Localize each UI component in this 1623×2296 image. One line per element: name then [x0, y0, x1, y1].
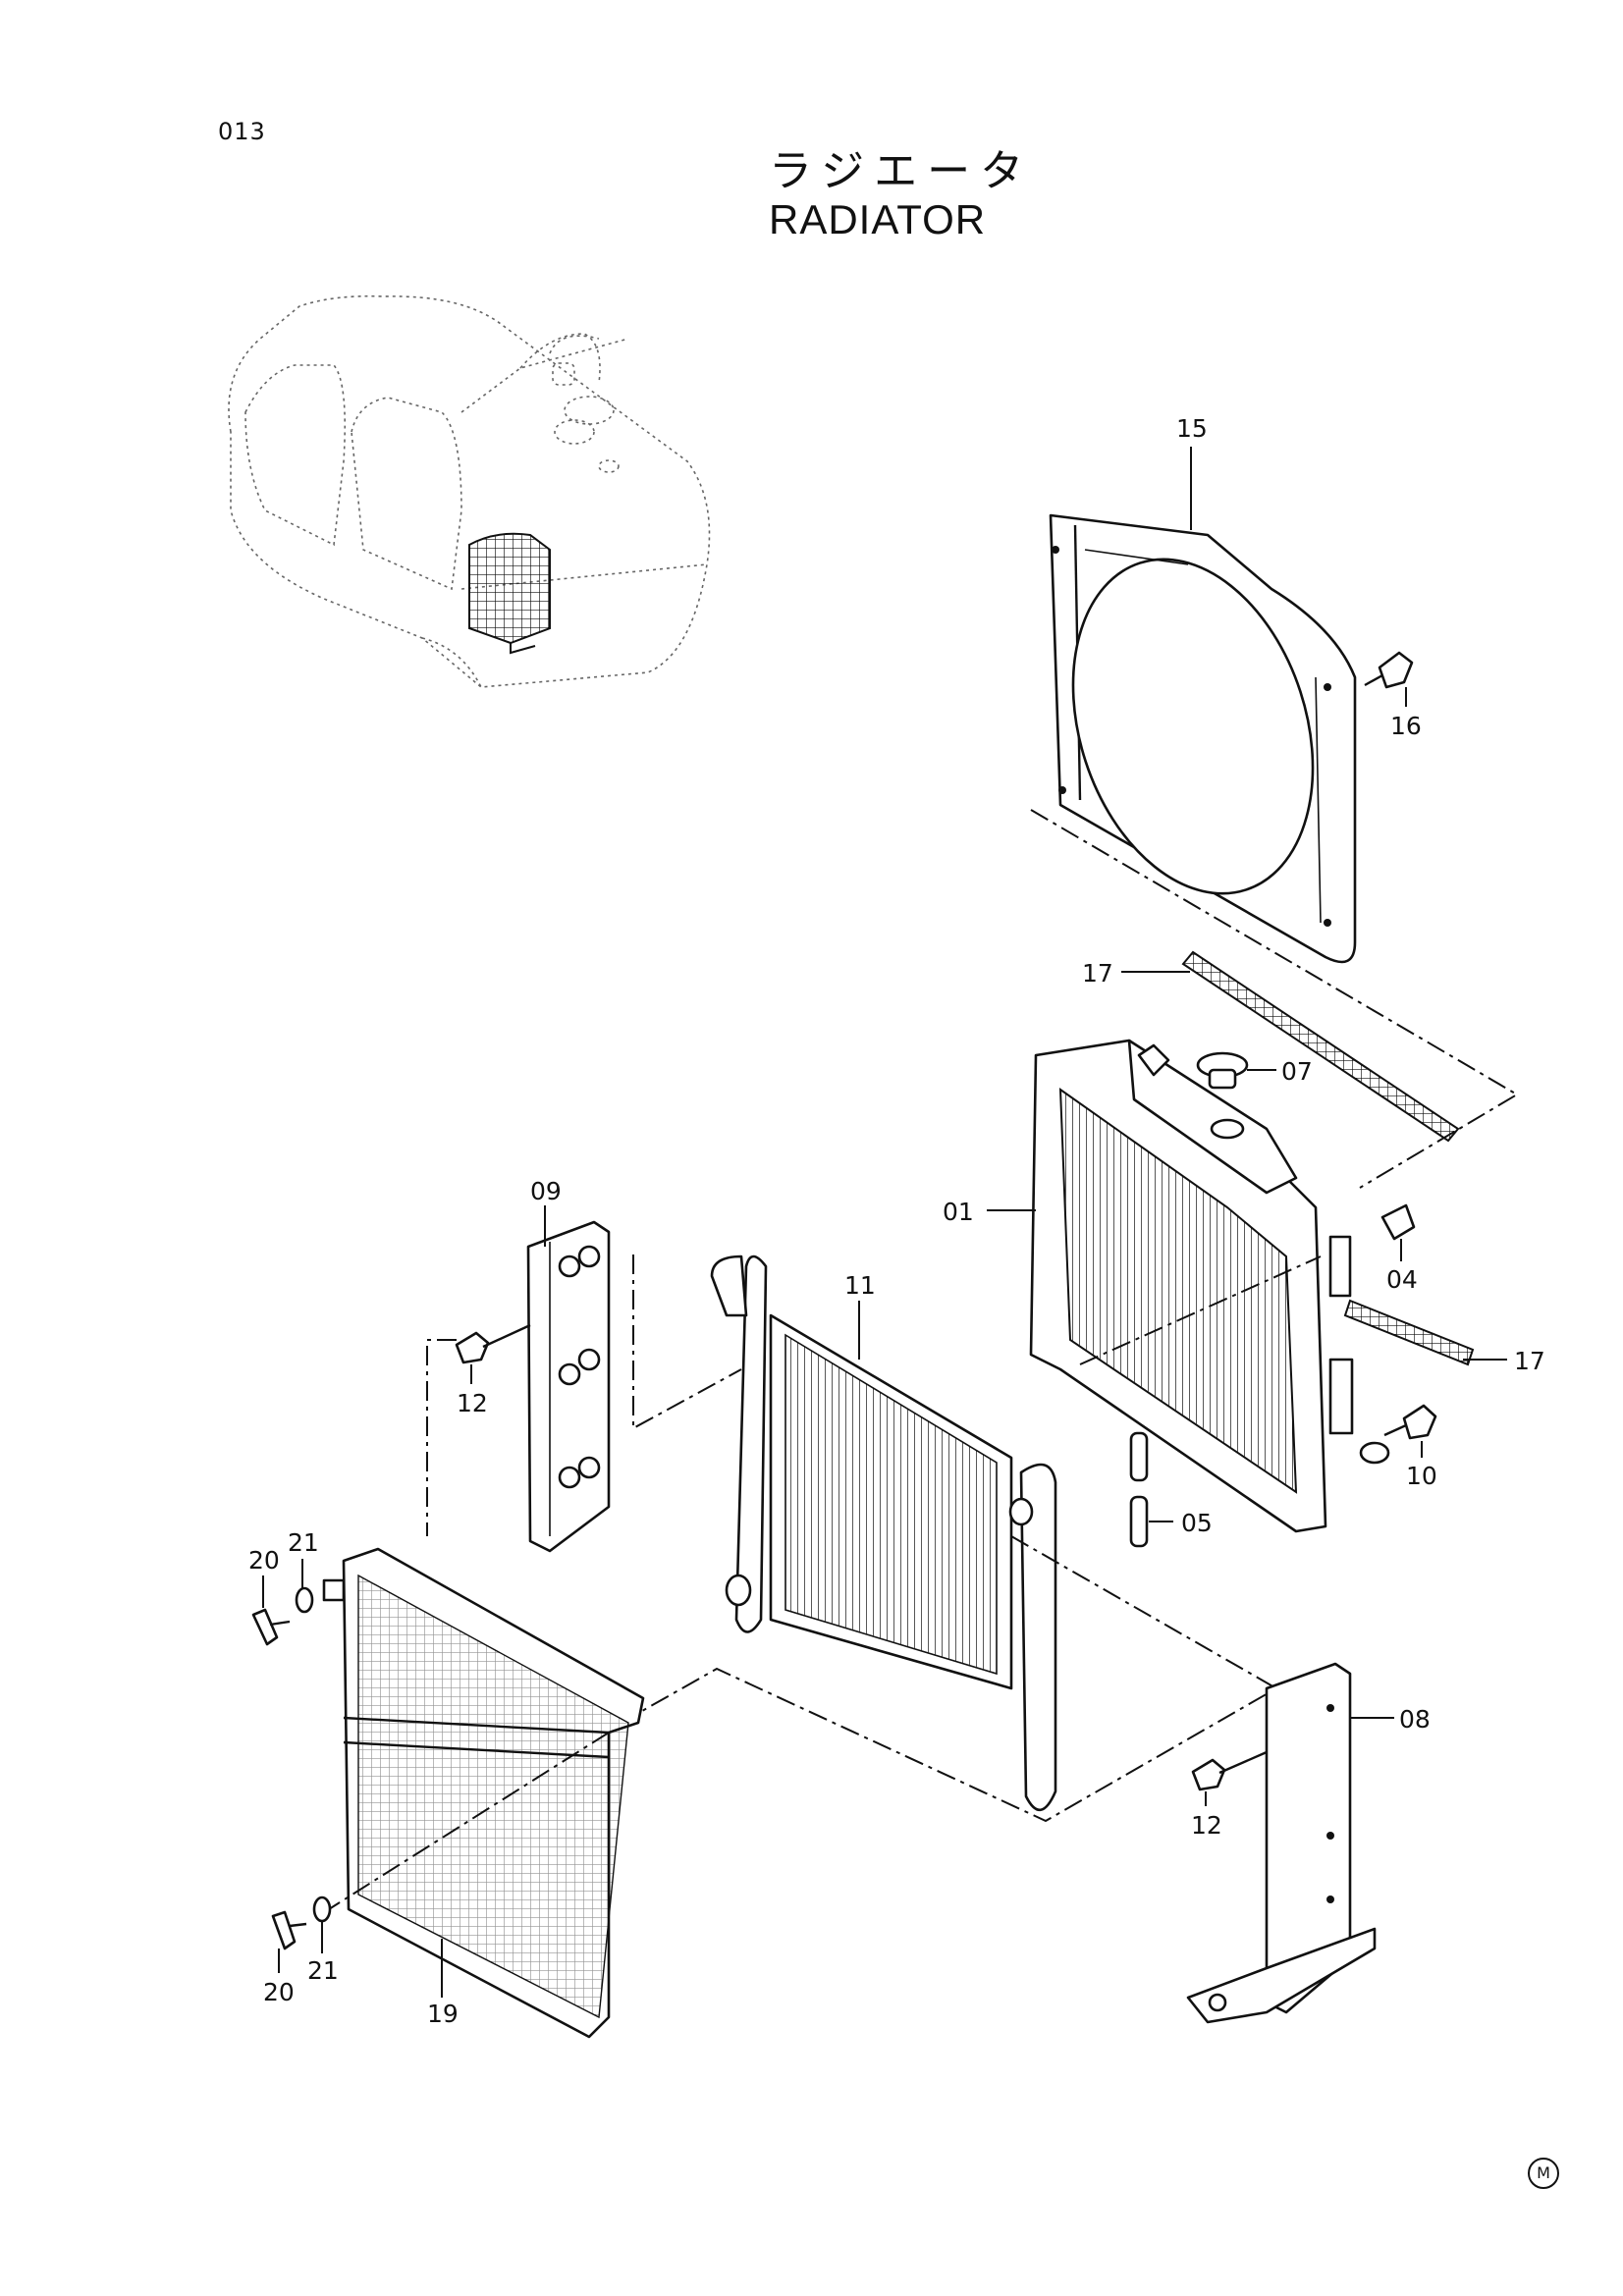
hose-part-05	[1129, 1431, 1149, 1548]
callout-17b: 17	[1514, 1347, 1545, 1375]
callout-17a: 17	[1082, 959, 1113, 988]
radiator-part-01	[1029, 1039, 1390, 1533]
bolt-part-12-lower	[1191, 1750, 1268, 1791]
callout-07: 07	[1281, 1057, 1313, 1086]
dashdot-cooler-mount	[603, 1535, 1279, 1823]
clamp-part-04	[1380, 1203, 1416, 1241]
dashdot-bracket-cooler	[632, 1255, 742, 1430]
callout-10: 10	[1406, 1462, 1437, 1490]
corner-circled-mark: M	[1528, 2158, 1559, 2189]
machine-overview	[228, 294, 711, 688]
bracket-part-09	[526, 1220, 611, 1553]
screen-part-19	[322, 1547, 645, 2039]
callout-16: 16	[1390, 712, 1422, 740]
washer-part-21-lower	[312, 1896, 332, 1923]
title-japanese: ラジエータ	[769, 146, 1034, 196]
callout-21a: 21	[288, 1528, 319, 1557]
callout-15: 15	[1176, 414, 1208, 443]
callout-20a: 20	[248, 1546, 280, 1575]
fan-shroud-part-15	[1049, 513, 1357, 964]
callout-12a: 12	[457, 1389, 488, 1417]
seal-strip-part-17	[1181, 950, 1475, 1366]
radiator-cap-part-07	[1196, 1051, 1249, 1090]
dashdot-bolt-panel	[426, 1339, 457, 1536]
dashdot-shroud-radiator	[1030, 809, 1519, 1189]
bolt-part-12-upper	[455, 1323, 531, 1364]
support-part-08	[1186, 1662, 1377, 2024]
knob-part-20-upper	[251, 1608, 291, 1646]
callout-05: 05	[1181, 1509, 1213, 1537]
washer-part-21-upper	[295, 1586, 314, 1614]
callout-11: 11	[844, 1271, 876, 1300]
callout-21b: 21	[307, 1956, 339, 1985]
dashdot-panel-cooler	[328, 1732, 610, 1910]
oil-cooler-part-11	[710, 1255, 1057, 1812]
callout-09: 09	[530, 1177, 562, 1205]
bolt-part-10	[1383, 1404, 1437, 1440]
callout-19: 19	[427, 2000, 459, 2028]
title-english: RADIATOR	[769, 196, 987, 242]
callout-01: 01	[943, 1198, 974, 1226]
page-code: 013	[218, 118, 266, 145]
bolt-part-16	[1364, 651, 1414, 689]
callout-12b: 12	[1191, 1811, 1222, 1840]
callout-20b: 20	[263, 1978, 295, 2006]
knob-part-20-lower	[271, 1910, 307, 1950]
callout-08: 08	[1399, 1705, 1431, 1734]
callout-04: 04	[1386, 1265, 1418, 1294]
